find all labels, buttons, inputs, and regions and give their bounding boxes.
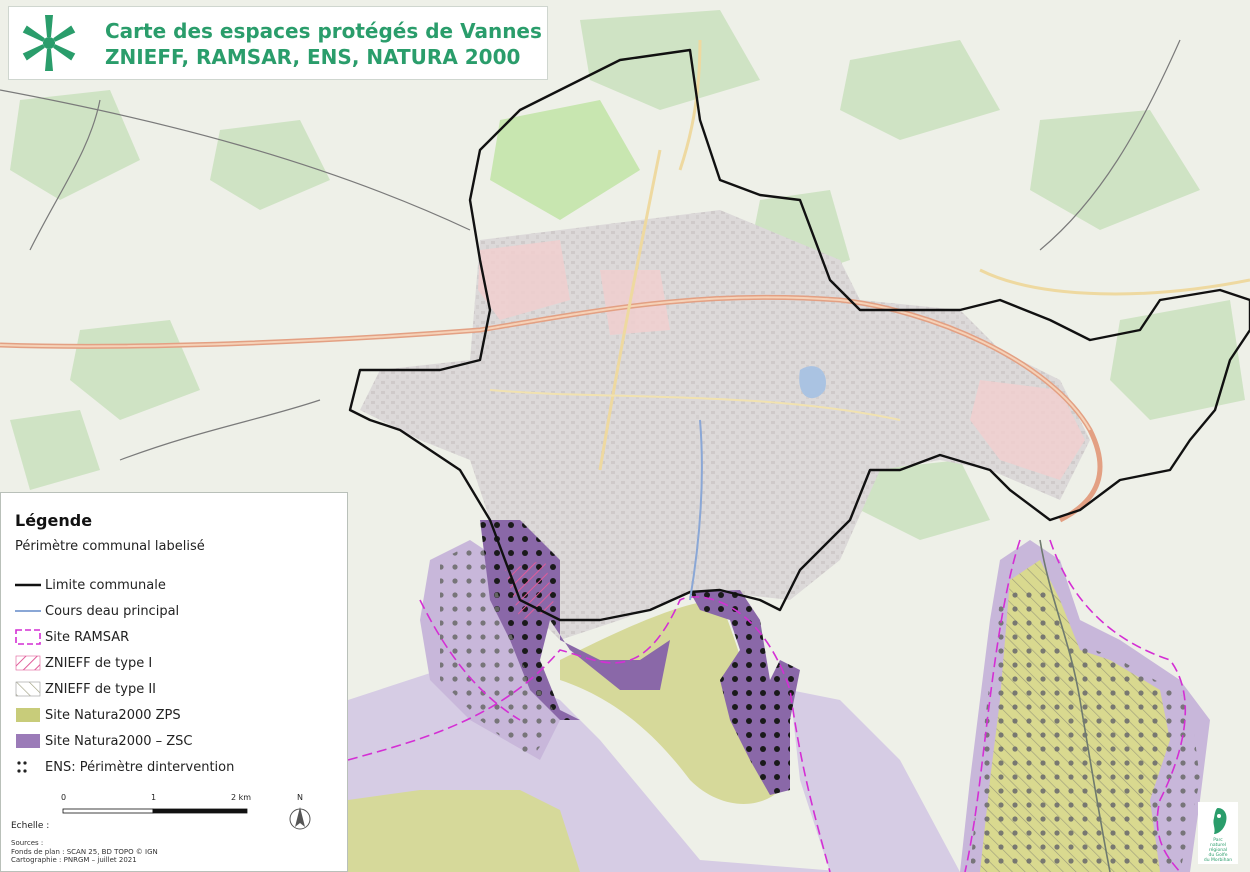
legend-subtitle: Périmètre communal labelisé <box>15 539 205 554</box>
legend-item-znieff-2: ZNIEFF de type II <box>15 679 156 699</box>
park-logo-line: du Morbihan <box>1203 858 1233 863</box>
legend-label: ZNIEFF de type II <box>45 681 156 697</box>
sources-line: Fonds de plan : SCAN 25, BD TOPO © IGN <box>11 847 158 856</box>
legend-label: Site RAMSAR <box>45 629 130 645</box>
lake <box>799 366 826 399</box>
scale-tick-1: 1 <box>151 793 157 802</box>
legend-label: Cours deau principal <box>45 603 180 619</box>
river-main <box>689 419 703 601</box>
map-subtitle: ZNIEFF, RAMSAR, ENS, NATURA 2000 <box>105 45 521 69</box>
legend-item-zsc: Site Natura2000 – ZSC <box>15 731 193 751</box>
gulf-water-east <box>790 690 960 872</box>
park-logo-line: régional <box>1208 848 1228 853</box>
legend-title: Légende <box>15 511 93 530</box>
legend-label: ZNIEFF de type I <box>45 655 153 671</box>
legend-label: ENS: Périmètre dintervention <box>45 759 235 775</box>
legend-item-znieff-1: ZNIEFF de type I <box>15 653 152 673</box>
scale-bar-icon <box>62 808 248 814</box>
map-title: Carte des espaces protégés de Vannes <box>105 19 542 43</box>
park-logo-text: Parc naturel régional du Golfe du Morbih… <box>1200 838 1236 863</box>
olive-fill-symbol-icon <box>16 708 40 722</box>
purple-fill-symbol-icon <box>16 734 40 748</box>
natura2000-zps-bay <box>560 600 780 804</box>
commercial-zones <box>478 240 1085 480</box>
commune-boundary[interactable] <box>348 48 1250 622</box>
scale-tick-2: 2 km <box>231 793 252 802</box>
black-line-symbol-icon <box>15 583 41 587</box>
ramsar-outlines <box>347 539 1187 872</box>
road-network <box>0 39 1250 523</box>
legend-label: Limite communale <box>45 577 166 593</box>
legend-item-ens: ENS: Périmètre dintervention <box>15 757 234 777</box>
blue-line-symbol-icon <box>15 610 41 612</box>
park-heron-icon <box>1213 808 1227 834</box>
legend-item-cours-eau: Cours deau principal <box>15 601 179 621</box>
scale-label: Echelle : <box>11 821 50 831</box>
sources-line: Cartographie : PNRGM – juillet 2021 <box>11 856 137 864</box>
legend-item-limite-communale: Limite communale <box>15 575 166 595</box>
map-legend: Légende Périmètre communal labelisé Limi… <box>0 492 348 872</box>
park-logo-line: Parc <box>1213 838 1223 843</box>
legend-label: Site Natura2000 – ZSC <box>45 733 193 749</box>
river-estuary <box>1039 539 1111 872</box>
north-arrow-icon <box>289 807 311 830</box>
ens-grey-west <box>440 540 560 760</box>
map-title-box: Carte des espaces protégés de Vannes ZNI… <box>8 6 548 80</box>
znieff-type1-west <box>505 560 555 620</box>
legend-item-ramsar: Site RAMSAR <box>15 627 129 647</box>
scale-tick-0: 0 <box>61 793 67 802</box>
magenta-dashed-box-symbol-icon <box>15 629 41 645</box>
legend-label: Site Natura2000 ZPS <box>45 707 181 723</box>
park-logo: Parc naturel régional du Golfe du Morbih… <box>1198 802 1238 864</box>
dots-symbol-icon <box>17 761 27 773</box>
park-logo-line: du Golfe <box>1208 853 1228 858</box>
park-logo-line: naturel <box>1210 843 1226 848</box>
natura2000-zps-southwest <box>348 790 580 872</box>
north-label: N <box>297 793 303 802</box>
grey-hatch-symbol-icon <box>15 681 41 697</box>
pink-hatch-symbol-icon <box>15 655 41 671</box>
legend-item-zps: Site Natura2000 ZPS <box>15 705 181 725</box>
sources-line: Sources : <box>11 839 44 847</box>
sources-block: Sources : Fonds de plan : SCAN 25, BD TO… <box>11 839 211 865</box>
park-star-logo-icon <box>22 15 76 71</box>
